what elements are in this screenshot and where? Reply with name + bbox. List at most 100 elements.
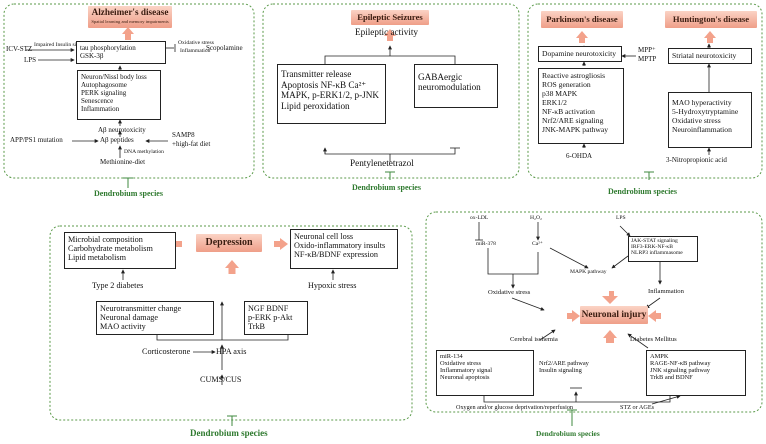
dep-neuron-line-2: Oxido-inflammatory insults (294, 241, 386, 250)
striatal-text: Striatal neurotoxicity (672, 51, 737, 60)
lps-label: LPS (24, 56, 37, 64)
park-line-7: JNK-MAPK pathway (542, 125, 609, 134)
oxidative-label-1: Oxidative stress (178, 40, 214, 46)
corticosterone-label: Corticosterone (142, 347, 191, 356)
jak-stat-box: JAK-STAT signaling IRF3-ERK-NF-κB NLRP3 … (628, 236, 698, 262)
striatal-box: Striatal neurotoxicity (668, 48, 752, 64)
mpp-label: MPP⁺ (638, 46, 656, 54)
mir134-box: miR-134 Oxidative stress Inflammatory si… (436, 350, 534, 396)
tau-line-2: GSK-3β (80, 52, 104, 60)
park-line-4: ERK1/2 (542, 98, 567, 107)
pink-arrow-inj-left (567, 310, 580, 322)
neuronal-injury-title: Neuronal injury (580, 306, 648, 324)
gaba-box: GABAergic neuromodulation (414, 64, 498, 108)
jak-line-2: IRF3-ERK-NF-κB (631, 244, 673, 250)
micro-line-3: Lipid metabolism (68, 253, 126, 262)
mir378-label: miR-378 (476, 241, 496, 247)
ngf-line-1: NGF BDNF (248, 304, 289, 313)
park-hunt-dendrobium-label: Dendrobium species (608, 187, 677, 196)
parkinsons-title: Parkinson's disease (541, 11, 623, 28)
huntingtons-title-text: Huntington's disease (672, 14, 750, 24)
inflammation-label: Inflammation (648, 288, 684, 295)
epileptic-title: Epileptic Seizures (351, 10, 429, 25)
microbial-box: Microbial composition Carbohydrate metab… (64, 232, 176, 269)
gaba-line-2: neuromodulation (418, 82, 481, 92)
neuron-loss-box: Neuron/Nissl body loss Autophagosome PER… (77, 70, 161, 120)
huntingtons-mechanism-box: MAO hyperactivity 5-Hydroxytryptamine Ox… (668, 92, 752, 148)
jak-line-3: NLRP3 inflammasome (631, 250, 683, 256)
hpa-axis-label: HPA axis (216, 347, 247, 356)
methionine-label: Methionine-diet (100, 158, 146, 166)
ampk-line-2: RAGE-NF-κB pathway (650, 360, 711, 367)
transmitter-box: Transmitter release Apoptosis NF-κB Ca²⁺… (277, 64, 386, 124)
ngf-box: NGF BDNF p-ERK p-Akt TrkB (244, 301, 308, 335)
neuron-line-3: PERK signaling (81, 89, 127, 97)
high-fat-label: +high-fat diet (172, 140, 211, 148)
panel-neuronal-injury (425, 211, 763, 413)
park-line-2: ROS generation (542, 80, 591, 89)
park-line-3: p38 MAPK (542, 89, 578, 98)
pink-arrow-hunt (704, 31, 716, 43)
neurotrans-line-1: Neurotransmitter change (100, 304, 182, 313)
panel-depression (49, 225, 413, 421)
depression-title-text: Depression (205, 237, 253, 248)
cums-label: CUMS/CUS (200, 375, 242, 384)
pink-arrow-dep-right (274, 238, 288, 250)
hunt-line-3: Oxidative stress (672, 116, 721, 125)
pink-arrow-inj-down (602, 291, 618, 304)
oxidative-label-2: Inflammation (180, 48, 211, 54)
nrf2-box: Nrf2/ARE pathway Insulin signaling (536, 358, 616, 386)
samp8-label: SAMP8 (172, 131, 195, 139)
hypoxic-stress-label: Hypoxic stress (308, 281, 357, 290)
hunt-line-1: MAO hyperactivity (672, 98, 732, 107)
abeta-neurotoxicity-label: Aβ neurotoxicity (98, 126, 146, 134)
alz-dendrobium-label: Dendrobium species (94, 189, 163, 198)
oxidative-stress-label: Oxidative stress (488, 289, 531, 296)
panel-parkinsons-huntingtons (527, 3, 763, 179)
ampk-box: AMPK RAGE-NF-κB pathway JNK signaling pa… (646, 350, 746, 396)
ampk-line-4: TrkB and BDNF (650, 374, 693, 381)
app-ps1-label: APP/PS1 mutation (10, 136, 63, 144)
depression-title: Depression (196, 234, 262, 252)
park-line-1: Reactive astrogliosis (542, 71, 606, 80)
hunt-line-2: 5-Hydroxytryptamine (672, 107, 739, 116)
park-line-5: NF-κB activation (542, 107, 595, 116)
parkinsons-title-text: Parkinson's disease (546, 14, 618, 24)
transmitter-line-1: Transmitter release (281, 69, 352, 79)
abeta-peptides-label: Aβ peptides (100, 136, 134, 144)
cerebral-ischemia-label: Cerebral ischemia (510, 336, 558, 343)
tau-line-1: tau phosphorylation (80, 44, 136, 52)
mir134-line-3: Inflammatory signal (440, 367, 492, 374)
mir134-line-4: Neuronal apoptosis (440, 374, 490, 381)
dopamine-text: Dopamine neurotoxicity (542, 49, 617, 58)
ngf-line-2: p-ERK p-Akt (248, 313, 293, 322)
pentylenetetrazol-label: Pentylenetetrazol (350, 158, 414, 168)
nrf2-line-2: Insulin signaling (539, 367, 582, 374)
lps-injury-label: LPS (616, 215, 626, 221)
mapk-pathway-label: MAPK pathway (570, 269, 607, 275)
neuronal-loss-box: Neuronal cell loss Oxido-inflammatory in… (290, 229, 398, 269)
epi-dendrobium-label: Dendrobium species (352, 183, 421, 192)
micro-line-1: Microbial composition (68, 235, 143, 244)
dep-neuron-line-3: NF-κB/BDNF expression (294, 250, 378, 259)
pink-arrow-alz (122, 27, 134, 40)
transmitter-line-3: MAPK, p-ERK1/2, p-JNK (281, 90, 380, 101)
ngf-line-3: TrkB (248, 322, 265, 331)
pink-arrow-epi (384, 29, 396, 41)
gaba-line-1: GABAergic (418, 72, 463, 82)
neuron-line-2: Autophagosome (81, 81, 127, 89)
type2-diabetes-label: Type 2 diabetes (92, 281, 144, 290)
nitropropionic-label: 3-Nitropropionic acid (666, 156, 727, 164)
dep-dendrobium-label: Dendrobium species (190, 428, 268, 438)
panel-epilepsy (262, 3, 520, 179)
pink-arrow-inj-right (648, 310, 661, 322)
transmitter-line-2: Apoptosis NF-κB Ca²⁺ (281, 79, 367, 90)
neurotransmitter-box: Neurotransmitter change Neuronal damage … (96, 301, 214, 335)
neurotrans-line-2: Neuronal damage (100, 313, 158, 322)
dna-methylation-label: DNA methylation (124, 149, 164, 155)
nrf2-line-1: Nrf2/ARE pathway (539, 360, 589, 367)
parkinsons-mechanism-box: Reactive astrogliosis ROS generation p38… (538, 68, 624, 144)
ox-ldl-label: ox-LDL (470, 215, 489, 221)
pink-arrow-inj-up (603, 330, 617, 343)
